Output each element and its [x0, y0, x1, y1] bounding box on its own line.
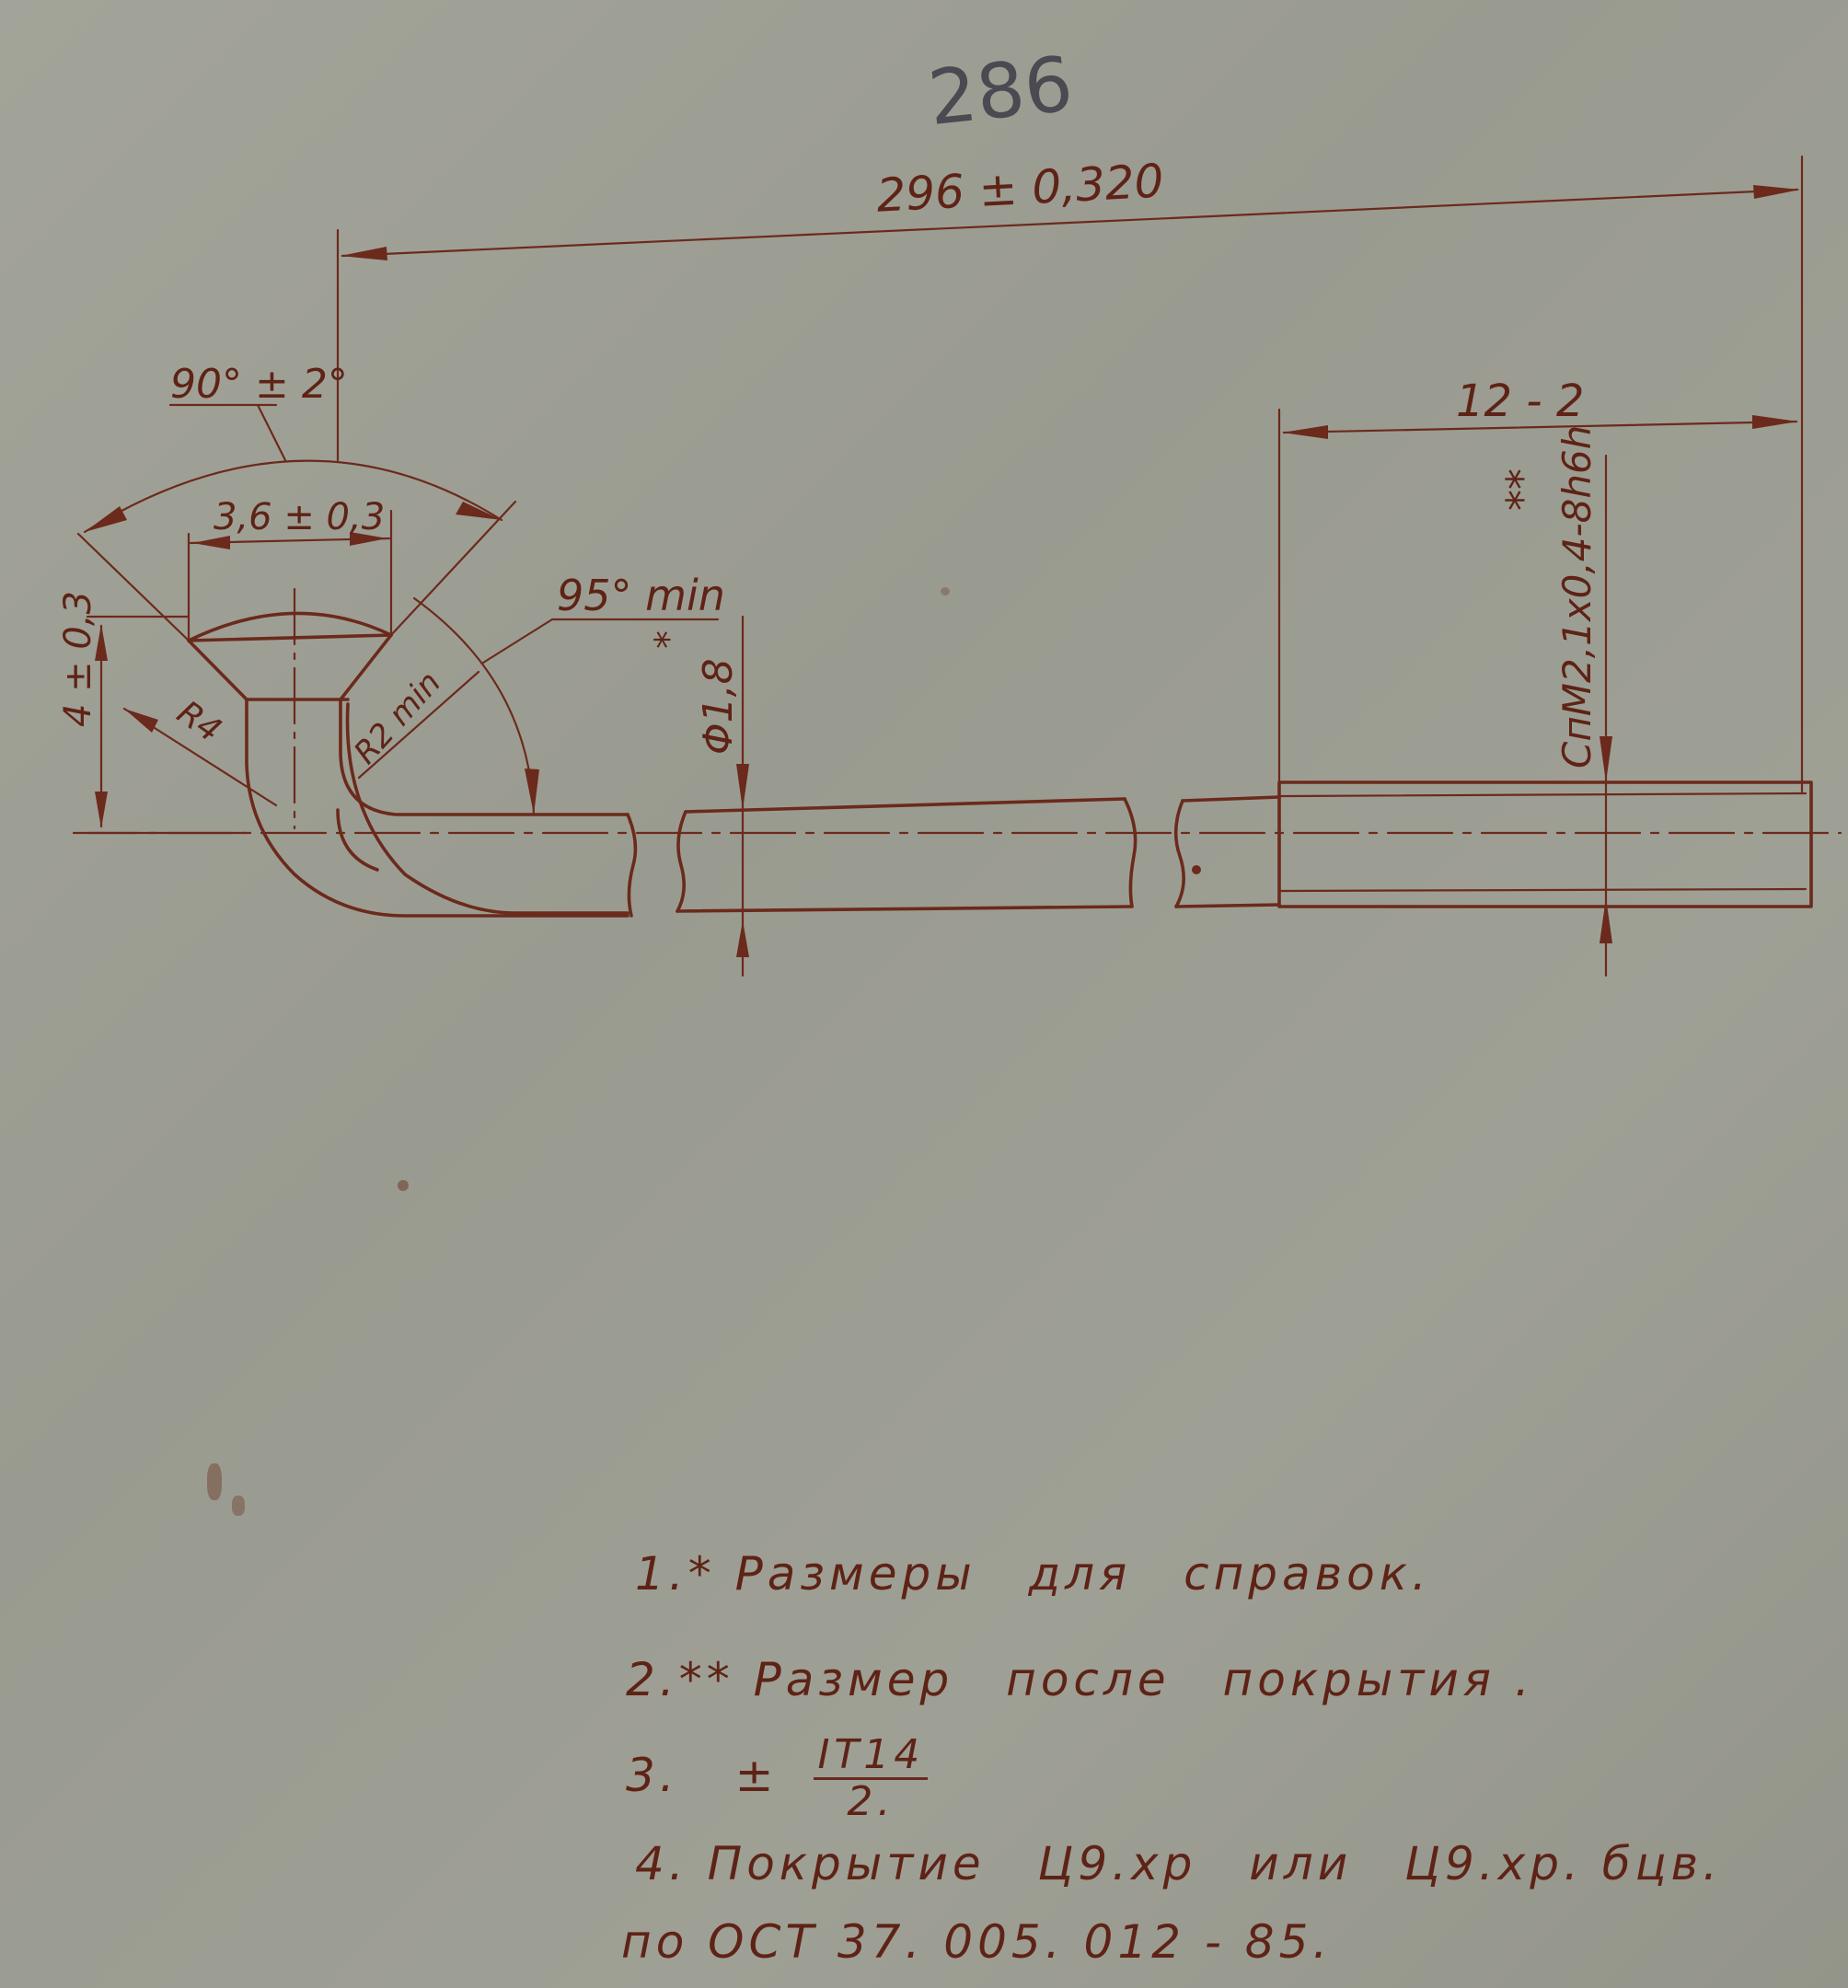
head-top-arc	[187, 611, 393, 642]
note-1-text: Размеры	[734, 1547, 976, 1601]
arrow-left-icon	[85, 506, 127, 532]
thread-root-line-top	[1279, 792, 1808, 798]
paper-speck	[398, 1180, 409, 1191]
head-width-label: 3,6 ± 0,3	[214, 496, 385, 538]
note-2-number: 2.**	[626, 1653, 734, 1706]
rod-bend-outer	[345, 702, 629, 915]
angle-arc-90	[83, 459, 503, 534]
small-radius-leader	[357, 670, 480, 780]
threaded-section	[1277, 780, 1813, 908]
diameter-mark: *	[648, 630, 690, 649]
arrow-left-icon	[1282, 425, 1328, 439]
note-4: 4. Покрытие Ц9.хр или Ц9.хр. бцв.	[635, 1841, 1722, 1887]
arrow-left-icon	[124, 709, 158, 733]
arrow-left-icon	[341, 247, 387, 260]
thread-spec-callout: СпМ2,1х0,4-8h6h **	[1497, 425, 1612, 977]
note-1-text-3: справок.	[1184, 1547, 1431, 1601]
note-2-text-3: покрытия .	[1222, 1653, 1534, 1706]
paper-stain	[232, 1496, 245, 1516]
diameter-dimension: Φ1,8 *	[648, 615, 749, 977]
note-2: 2.** Размер после покрытия .	[626, 1657, 1534, 1703]
head-left-taper	[187, 639, 248, 701]
head-right-taper	[339, 633, 393, 701]
angle-ext-left	[76, 532, 191, 642]
rod-outer-contour	[245, 698, 629, 918]
note-3-denominator: 2.	[847, 1778, 895, 1825]
note-1: 1.* Размеры для справок.	[635, 1551, 1431, 1597]
rod-top-edge-2	[684, 797, 1126, 814]
note-4-text: 4. Покрытие	[635, 1837, 986, 1890]
arrow-up-icon	[1600, 897, 1612, 943]
break-line-2	[676, 810, 687, 913]
rod-inner-contour	[339, 698, 629, 816]
rod-top-edge-3	[1181, 795, 1281, 803]
head-top-line	[187, 633, 393, 642]
center-dot	[1192, 865, 1201, 874]
paper-stain	[207, 1463, 222, 1500]
note-5-text: по ОСТ 37. 005. 012 - 85.	[621, 1915, 1333, 1969]
note-2-text-2: после	[1006, 1653, 1171, 1706]
head-width-dimension: 3,6 ± 0,3	[187, 496, 393, 642]
arrow-right-icon	[350, 532, 387, 546]
arrow-down-icon	[95, 792, 108, 828]
arrow-down-icon	[525, 769, 539, 815]
note-1-number: 1.*	[635, 1547, 716, 1601]
arrow-right-icon	[456, 502, 502, 520]
overall-length-label: 296 ± 0,320	[875, 154, 1165, 222]
note-3-number: 3.	[626, 1749, 679, 1802]
bend-radius-dimension: R4	[122, 694, 278, 807]
angle-ext-right	[389, 500, 517, 637]
note-3-fraction: IT14 2.	[814, 1735, 929, 1825]
note-4-text-2: Ц9.хр	[1037, 1837, 1197, 1890]
dimension-line-thread	[1282, 420, 1798, 434]
arrow-up-icon	[95, 624, 108, 661]
arrow-down-icon	[736, 764, 749, 810]
arrow-right-icon	[1753, 185, 1800, 199]
angle-leader	[256, 403, 287, 462]
thread-length-dimension: 12 - 2	[1277, 376, 1798, 793]
break-line-4	[1173, 799, 1185, 908]
head-detail	[86, 611, 393, 835]
bend-angle-label: 90° ± 2°	[170, 361, 348, 408]
arrow-left-icon	[192, 536, 230, 549]
break-line-3	[1123, 797, 1138, 908]
dimension-line-overall	[341, 188, 1799, 258]
small-radius-dimension: R2 min	[347, 665, 480, 780]
thread-spec-mark: **	[1497, 468, 1547, 511]
note-3: 3. ± IT14 2.	[626, 1735, 929, 1825]
bend-radius-label: R4	[170, 694, 228, 750]
thread-root-line-bottom	[1279, 887, 1808, 893]
break-line-1	[626, 813, 638, 918]
thread-spec-label: СпМ2,1х0,4-8h6h	[1554, 425, 1600, 769]
thread-length-label: 12 - 2	[1456, 376, 1584, 427]
inner-angle-label: 95° min	[557, 571, 725, 620]
note-4-text-3: или	[1249, 1837, 1353, 1890]
note-4-text-4: Ц9.хр. бцв.	[1404, 1837, 1722, 1890]
rod-bottom-edge-2	[676, 905, 1132, 913]
rod-body	[72, 587, 1842, 918]
arrow-up-icon	[736, 920, 749, 957]
note-1-text-2: для	[1028, 1547, 1132, 1601]
note-2-text: Размер	[753, 1653, 954, 1706]
head-height-dimension: 4 ± 0,3	[57, 591, 191, 828]
inner-angle-leader	[481, 618, 554, 665]
arrow-down-icon	[1600, 736, 1612, 782]
rod-bend-outer-lower	[336, 808, 379, 872]
page-number: 286	[924, 40, 1077, 143]
paper-speck	[941, 587, 950, 595]
small-radius-label: R2 min	[347, 665, 448, 771]
head-height-label: 4 ± 0,3	[57, 591, 99, 727]
diameter-label: Φ1,8	[695, 658, 742, 755]
rod-bottom-edge-3	[1174, 903, 1281, 908]
note-3-numerator: IT14	[814, 1735, 929, 1780]
note-5: по ОСТ 37. 005. 012 - 85.	[621, 1919, 1332, 1965]
arrow-right-icon	[1752, 415, 1798, 429]
inner-angle-dimension: 95° min	[412, 571, 725, 816]
note-3-sign: ±	[734, 1749, 779, 1802]
bend-angle-dimension: 90° ± 2°	[76, 361, 517, 642]
